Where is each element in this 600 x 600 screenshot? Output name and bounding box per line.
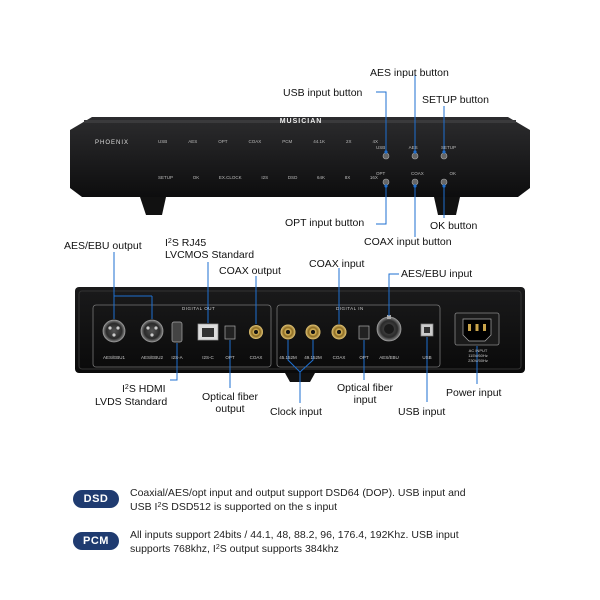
label-coax-input-button: COAX input button xyxy=(364,236,452,248)
pcm-note: All inputs support 24bits / 44.1, 48, 88… xyxy=(130,529,459,555)
front-row-2: SETUP OK EX.CLOCK I2S DSD 64K 8X 16X xyxy=(158,175,378,180)
label-opt-input-button: OPT input button xyxy=(285,217,365,229)
power-text-line: 230V/50Hz xyxy=(468,358,488,363)
front-indicator-label: 44.1K xyxy=(313,139,325,144)
optical-out-connector xyxy=(224,325,236,340)
front-button-label: USB xyxy=(376,145,386,150)
opt-front-button[interactable] xyxy=(382,178,390,186)
front-logo: MUSICIAN xyxy=(279,118,323,125)
label-lvds: LVDS Standard xyxy=(95,396,168,408)
dsd-badge: DSD xyxy=(73,490,119,508)
front-indicator-label: EX.CLOCK xyxy=(218,175,242,180)
front-row-1: USB AES OPT COAX PCM 44.1K 2X 4X xyxy=(158,139,378,144)
i2s-hdmi-connector xyxy=(171,321,183,343)
port-label: COAX xyxy=(332,355,346,360)
port-label: I2S-A xyxy=(171,355,183,360)
front-indicator-label: AES xyxy=(188,139,198,144)
front-indicator-label: COAX xyxy=(248,139,262,144)
back-panel xyxy=(75,287,525,382)
label-aes-ebu-input: AES/EBU input xyxy=(401,268,473,280)
front-indicator-label: PCM xyxy=(282,139,293,144)
section-digital-in: DIGITAL IN xyxy=(336,306,364,311)
front-indicator-label: OPT xyxy=(218,139,228,144)
label-coax-input: COAX input xyxy=(309,258,365,270)
label-lvcmos: LVCMOS Standard xyxy=(165,249,255,261)
label-usb-input: USB input xyxy=(398,406,446,418)
leader-dots xyxy=(384,150,446,188)
label-usb-input-button: USB input button xyxy=(283,87,363,99)
port-label: 45.152M xyxy=(279,355,297,360)
label-setup-button: SETUP button xyxy=(422,94,489,106)
aes-ebu-out-1-connector xyxy=(102,319,126,343)
front-button-label: AES xyxy=(408,145,418,150)
front-indicator-label: OK xyxy=(192,175,200,180)
front-indicator-label: SETUP xyxy=(158,175,174,180)
label-power-input: Power input xyxy=(446,387,502,399)
port-label: USB xyxy=(422,355,432,360)
label-ok-button: OK button xyxy=(430,220,478,232)
port-label: OPT xyxy=(359,355,369,360)
port-label: AES/EBU1 xyxy=(102,355,125,360)
setup-front-button[interactable] xyxy=(440,152,448,160)
port-label: 49.152M xyxy=(304,355,322,360)
front-button-label: OPT xyxy=(376,171,386,176)
port-label: AES/EBU xyxy=(379,355,399,360)
usb-front-button[interactable] xyxy=(382,152,390,160)
pcm-badge: PCM xyxy=(73,532,119,550)
port-label: AES/EBU2 xyxy=(140,355,163,360)
dsd-note: Coaxial/AES/opt input and output support… xyxy=(130,487,466,513)
front-indicator-label: DSD xyxy=(287,175,298,180)
leader-lines xyxy=(113,74,478,403)
front-button-label: OK xyxy=(449,171,456,176)
power-text-line: 115V/60Hz xyxy=(468,353,488,358)
front-indicator-label: USB xyxy=(158,139,168,144)
label-aes-ebu-output: AES/EBU output xyxy=(64,240,142,252)
port-label: I2S-C xyxy=(202,355,214,360)
front-button-label: SETUP xyxy=(440,145,456,150)
optical-in-connector xyxy=(358,325,370,340)
power-text-line: AC INPUT xyxy=(468,348,488,353)
label-i2s-hdmi: I2S HDMI xyxy=(122,383,166,395)
section-digital-out: DIGITAL OUT xyxy=(182,306,216,311)
port-label: OPT xyxy=(225,355,235,360)
coax-front-button[interactable] xyxy=(411,178,419,186)
front-indicator-label: 64K xyxy=(317,175,326,180)
front-model: PHOENIX xyxy=(95,140,130,146)
front-button-labels-2: OPT COAX OK xyxy=(376,171,456,176)
front-panel xyxy=(70,117,530,215)
aes-front-button[interactable] xyxy=(411,152,419,160)
front-indicator-label: 4X xyxy=(372,139,378,144)
aes-ebu-out-2-connector xyxy=(140,319,164,343)
front-indicator-label: I2S xyxy=(261,175,269,180)
front-button-label: COAX xyxy=(410,171,424,176)
label-aes-input-button: AES input button xyxy=(370,67,449,79)
label-clock-input: Clock input xyxy=(270,406,322,418)
port-label: COAX xyxy=(249,355,263,360)
front-indicator-label: 2X xyxy=(345,139,352,144)
label-coax-output: COAX output xyxy=(219,265,281,277)
label-i2s-rj45: I2S RJ45 xyxy=(165,237,207,249)
front-button-labels-1: USB AES SETUP xyxy=(376,145,456,150)
front-indicator-label: 16X xyxy=(369,175,378,180)
front-indicator-label: 8X xyxy=(344,175,351,180)
ok-front-button[interactable] xyxy=(440,178,448,186)
port-labels: AES/EBU1 AES/EBU2 I2S-A I2S-C OPT COAX 45.152M… xyxy=(0,355,600,363)
